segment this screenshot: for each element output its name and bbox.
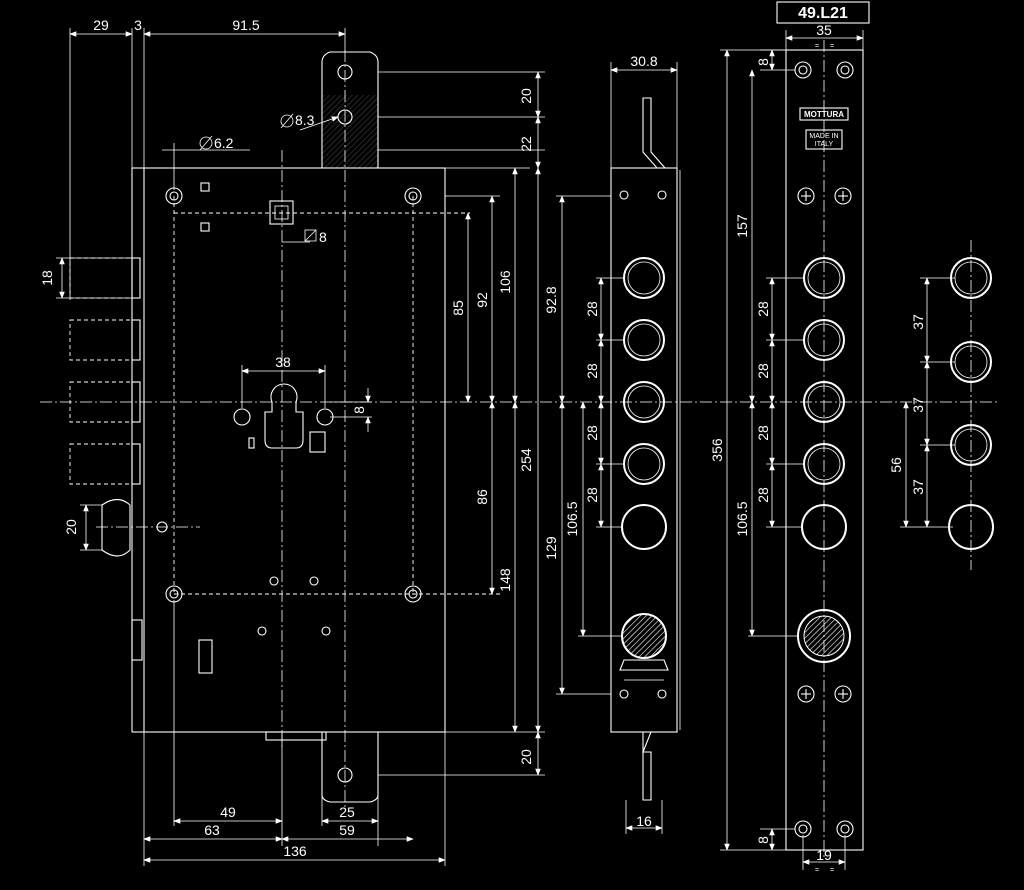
dim-86: 86 bbox=[474, 489, 490, 505]
dim-85: 85 bbox=[450, 300, 466, 316]
dim-dia-18: 18 bbox=[39, 270, 55, 286]
dim-254: 254 bbox=[518, 448, 534, 472]
faceplate-outline bbox=[785, 49, 864, 851]
dim-30-8: 30.8 bbox=[630, 53, 657, 69]
side-bolt bbox=[623, 319, 665, 361]
handle-follower-square bbox=[269, 200, 294, 225]
faceplate-view: MOTTURA MADE IN ITALY 35 = = bbox=[709, 22, 864, 874]
dim-20-top: 20 bbox=[518, 88, 534, 104]
dim-63: 63 bbox=[204, 822, 220, 838]
side-latch bbox=[621, 504, 667, 550]
side-top-rod bbox=[642, 97, 667, 169]
made-in-plate bbox=[805, 129, 843, 150]
dim-49: 49 bbox=[220, 804, 236, 820]
dim-157: 157 bbox=[734, 214, 750, 238]
dim-h-8: 8 bbox=[351, 406, 367, 414]
bolt-detail-view: 37 37 37 56 bbox=[888, 240, 994, 570]
dim-106-5-face: 106.5 bbox=[734, 501, 750, 536]
top-rod-connector bbox=[321, 51, 379, 168]
dim-28-side-4: 28 bbox=[584, 487, 600, 503]
dim-dia-6-2: 6.2 bbox=[214, 135, 234, 151]
dim-28-side-2: 28 bbox=[584, 363, 600, 379]
dim-106-5-side: 106.5 bbox=[564, 501, 580, 536]
dim-25: 25 bbox=[339, 804, 355, 820]
side-view: 30.8 92.8 129 106.5 28 28 28 28 16 bbox=[543, 53, 681, 834]
dim-38: 38 bbox=[275, 354, 291, 370]
dim-37-c: 37 bbox=[910, 479, 926, 495]
front-view: 29 3 91.5 6.2 8.3 8 38 8 18 bbox=[39, 17, 1000, 866]
dim-37-a: 37 bbox=[910, 314, 926, 330]
side-cylinder bbox=[621, 613, 667, 659]
dim-8-top: 8 bbox=[755, 58, 771, 66]
dim-28-side-3: 28 bbox=[584, 425, 600, 441]
dim-356: 356 bbox=[709, 438, 725, 462]
brand-plate bbox=[799, 107, 849, 121]
dim-28-face-4: 28 bbox=[755, 487, 771, 503]
title-box: 49.L21 bbox=[776, 1, 870, 24]
dim-129: 129 bbox=[543, 536, 559, 560]
eq-mark: = bbox=[830, 867, 834, 874]
dim-28-face-3: 28 bbox=[755, 425, 771, 441]
dim-28-side-1: 28 bbox=[584, 301, 600, 317]
bottom-rod-connector bbox=[321, 732, 379, 803]
dim-28-face-1: 28 bbox=[755, 301, 771, 317]
dim-29: 29 bbox=[93, 17, 109, 33]
brand-text: MOTTURA bbox=[804, 110, 844, 119]
dim-136: 136 bbox=[283, 843, 307, 859]
slot bbox=[198, 639, 213, 674]
dim-dia-8-3: 8.3 bbox=[295, 112, 315, 128]
phillips-screw bbox=[797, 187, 852, 703]
side-bolt bbox=[623, 443, 665, 485]
dim-22: 22 bbox=[518, 136, 534, 152]
dim-91-5: 91.5 bbox=[232, 17, 259, 33]
dim-92-8: 92.8 bbox=[543, 286, 559, 313]
dim-106: 106 bbox=[497, 270, 513, 294]
dim-35: 35 bbox=[816, 22, 832, 38]
dim-56: 56 bbox=[888, 457, 904, 473]
dim-8-bottom: 8 bbox=[755, 836, 771, 844]
model-code: 49.L21 bbox=[798, 5, 848, 22]
dim-37-b: 37 bbox=[910, 397, 926, 413]
cylinder-cutout bbox=[264, 383, 304, 449]
dim-28-face-2: 28 bbox=[755, 363, 771, 379]
lock-case-outline bbox=[143, 167, 446, 733]
eq-mark: = bbox=[815, 43, 819, 50]
dim-3: 3 bbox=[134, 17, 142, 33]
eq-mark: = bbox=[830, 43, 834, 50]
made-in-line1: MADE IN bbox=[809, 133, 838, 140]
dim-16: 16 bbox=[636, 813, 652, 829]
dim-dia-20: 20 bbox=[63, 519, 79, 535]
side-bolt bbox=[623, 257, 665, 299]
side-bottom-rod bbox=[642, 731, 652, 801]
dim-92: 92 bbox=[474, 292, 490, 308]
dim-20-bottom: 20 bbox=[518, 749, 534, 765]
deadbolts bbox=[69, 257, 141, 485]
eq-mark: = bbox=[815, 867, 819, 874]
dim-59: 59 bbox=[339, 822, 355, 838]
dim-148: 148 bbox=[497, 568, 513, 592]
side-bolt bbox=[623, 381, 665, 423]
dim-sq-8: 8 bbox=[319, 229, 327, 245]
made-in-line2: ITALY bbox=[815, 141, 834, 148]
latch-bolt bbox=[101, 498, 131, 557]
dim-19: 19 bbox=[816, 847, 832, 863]
